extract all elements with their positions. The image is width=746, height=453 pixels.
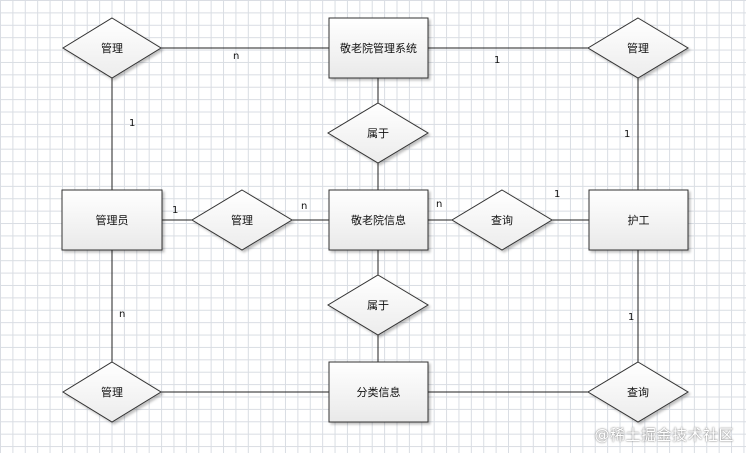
cardinality-info-left: n xyxy=(301,201,307,212)
relationship-manage-top-left[interactable]: 管理 xyxy=(62,17,162,79)
relationship-manage-mid[interactable]: 管理 xyxy=(191,189,293,251)
entity-system[interactable]: 敬老院管理系统 xyxy=(328,17,429,79)
cardinality-system-right: 1 xyxy=(494,55,500,66)
relationship-belongs-top-label: 属于 xyxy=(367,127,389,140)
connector-lines xyxy=(111,47,639,393)
cardinality-admin-top: 1 xyxy=(129,118,135,129)
entity-caregiver-label: 护工 xyxy=(628,213,650,227)
relationship-manage-mid-label: 管理 xyxy=(231,213,253,227)
cardinality-info-right: n xyxy=(436,199,442,210)
relationship-belongs-top[interactable]: 属于 xyxy=(327,102,429,164)
entity-category-label: 分类信息 xyxy=(357,385,401,399)
entity-admin-label: 管理员 xyxy=(96,213,129,227)
relationship-query-mid-label: 查询 xyxy=(491,213,513,227)
cardinality-admin-mid: 1 xyxy=(172,205,178,216)
relationship-manage-bottom-left[interactable]: 管理 xyxy=(62,361,162,423)
watermark: @稀土掘金技术社区 xyxy=(594,426,734,444)
relationship-belongs-bottom-label: 属于 xyxy=(367,299,389,312)
cardinality-caregiver-bottom: 1 xyxy=(628,312,634,323)
relationship-query-bottom-right-label: 查询 xyxy=(627,385,649,399)
entity-category[interactable]: 分类信息 xyxy=(328,361,429,423)
entity-info-label: 敬老院信息 xyxy=(351,213,406,227)
cardinality-system-left: n xyxy=(233,51,239,62)
relationship-manage-top-right-label: 管理 xyxy=(627,41,649,55)
entity-caregiver[interactable]: 护工 xyxy=(588,189,689,251)
cardinality-admin-bottom: n xyxy=(119,309,125,320)
relationship-manage-top-left-label: 管理 xyxy=(101,41,123,55)
relationship-query-mid[interactable]: 查询 xyxy=(451,189,553,251)
relationship-manage-bottom-left-label: 管理 xyxy=(101,385,123,399)
entity-admin[interactable]: 管理员 xyxy=(61,189,163,251)
entity-system-label: 敬老院管理系统 xyxy=(340,41,417,55)
relationship-query-bottom-right[interactable]: 查询 xyxy=(587,361,689,423)
entity-info[interactable]: 敬老院信息 xyxy=(328,189,429,251)
relationship-belongs-bottom[interactable]: 属于 xyxy=(327,274,429,336)
relationship-manage-top-right[interactable]: 管理 xyxy=(587,17,689,79)
cardinality-labels: n 1 1 1 1 n n 1 n 1 xyxy=(119,51,634,323)
cardinality-caregiver-left: 1 xyxy=(554,189,560,200)
cardinality-caregiver-top: 1 xyxy=(624,129,630,140)
